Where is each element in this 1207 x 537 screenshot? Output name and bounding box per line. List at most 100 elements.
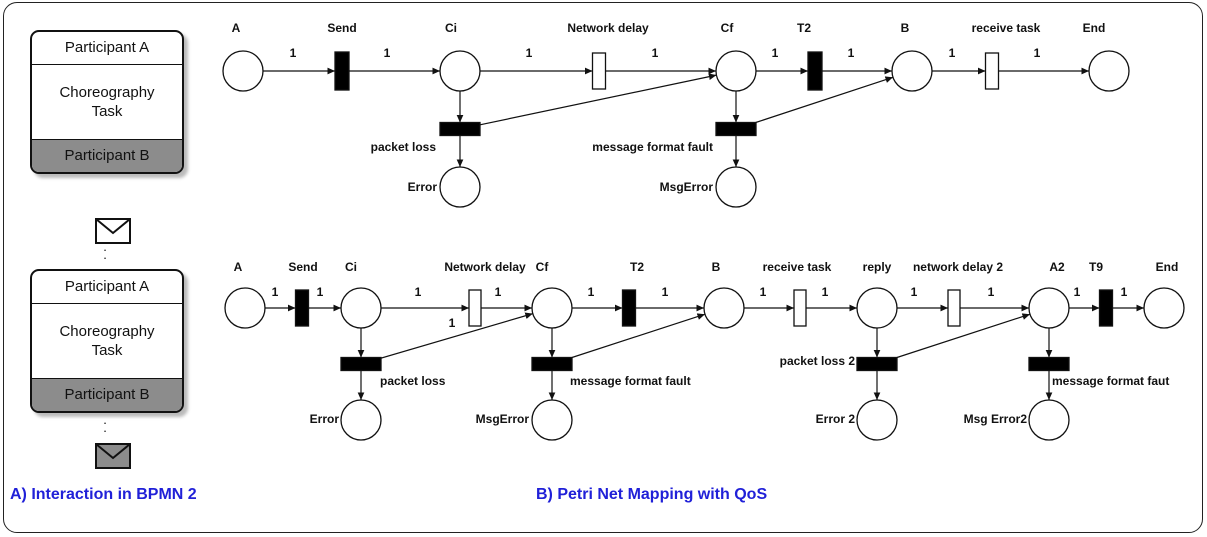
transition-label-network-delay: Network delay — [444, 260, 526, 274]
place-label-error-2: Error 2 — [816, 412, 856, 426]
place-msg-error2-circle — [1028, 399, 1070, 441]
arc-weight-label: 1 — [652, 46, 659, 60]
transition-label-packet-loss: packet loss — [371, 140, 437, 154]
place-ci-circle — [340, 287, 382, 329]
arc-weight-label: 1 — [848, 46, 855, 60]
transition-network-delay-bar — [591, 52, 607, 90]
arc-weight-label: 1 — [822, 285, 829, 299]
arc-weight-label: 1 — [988, 285, 995, 299]
place-label-a: A — [234, 260, 243, 274]
transition-network-delay-bar — [468, 289, 482, 327]
envelope-icon — [95, 218, 131, 244]
transition-message-format-fault-bar — [715, 121, 757, 137]
place-label-msgerror: MsgError — [660, 180, 714, 194]
place-b-circle — [703, 287, 745, 329]
place-a2-circle — [1028, 287, 1070, 329]
transition-label-t2: T2 — [630, 260, 644, 274]
place-msgerror-circle — [715, 166, 757, 208]
participant-b-band: Participant B — [32, 378, 182, 411]
arc-weight-label: 1 — [495, 285, 502, 299]
arc-weight-label: 1 — [317, 285, 324, 299]
place-error-2-circle — [856, 399, 898, 441]
choreography-task-2: Participant A Choreography Task Particip… — [30, 269, 184, 413]
transition-label-message-format-faut: message format faut — [1052, 374, 1169, 388]
figure-frame — [3, 2, 1203, 533]
transition-label-packet-loss: packet loss — [380, 374, 446, 388]
place-a-circle — [224, 287, 266, 329]
arc-weight-label: 1 — [272, 285, 279, 299]
arc-weight-label: 1 — [449, 316, 456, 330]
transition-label-send: Send — [327, 21, 356, 35]
place-label-end: End — [1156, 260, 1179, 274]
transition-label-t9: T9 — [1089, 260, 1103, 274]
transition-label-packet-loss-2: packet loss 2 — [780, 354, 856, 368]
transition-network-delay-2-bar — [947, 289, 961, 327]
transition-label-t2: T2 — [797, 21, 811, 35]
arc-weight-label: 1 — [526, 46, 533, 60]
transition-label-message-format-fault: message format fault — [570, 374, 691, 388]
transition-receive-task-bar — [793, 289, 807, 327]
caption-petri: B) Petri Net Mapping with QoS — [536, 486, 768, 503]
transition-label-network-delay: Network delay — [567, 21, 649, 35]
participant-b-band: Participant B — [32, 139, 182, 172]
transition-packet-loss-bar — [439, 121, 481, 137]
transition-message-format-fault-bar — [531, 356, 573, 372]
place-label-error: Error — [310, 412, 340, 426]
place-label-end: End — [1083, 21, 1106, 35]
arc — [479, 73, 717, 126]
arc-weight-label: 1 — [772, 46, 779, 60]
arc-weight-label: 1 — [415, 285, 422, 299]
dotted-connector: ·· — [102, 415, 108, 438]
place-label-cf: Cf — [721, 21, 735, 35]
place-label-error: Error — [408, 180, 438, 194]
arc-weight-label: 1 — [949, 46, 956, 60]
transition-label-receive-task: receive task — [972, 21, 1041, 35]
arc-weight-label: 1 — [911, 285, 918, 299]
place-ci-circle — [439, 50, 481, 92]
arc-weight-label: 1 — [1074, 285, 1081, 299]
choreography-task-1: Participant A Choreography Task Particip… — [30, 30, 184, 174]
dotted-connector: ·· — [102, 242, 108, 265]
place-b-circle — [891, 50, 933, 92]
arc — [571, 313, 706, 359]
place-end-circle — [1088, 50, 1130, 92]
transition-t2-bar — [621, 289, 637, 327]
place-a-circle — [222, 50, 264, 92]
place-label-a2: A2 — [1049, 260, 1065, 274]
place-cf-circle — [531, 287, 573, 329]
transition-label-receive-task: receive task — [763, 260, 832, 274]
place-end-circle — [1143, 287, 1185, 329]
place-error-circle — [340, 399, 382, 441]
transition-message-format-faut-bar — [1028, 356, 1070, 372]
arc-weight-label: 1 — [290, 46, 297, 60]
arc-weight-label: 1 — [662, 285, 669, 299]
transition-t2-bar — [807, 51, 823, 91]
arc-weight-label: 1 — [760, 285, 767, 299]
choreography-task-label: Choreography Task — [59, 323, 155, 359]
place-label-reply: reply — [863, 260, 892, 274]
choreography-task-label: Choreography Task — [59, 84, 155, 120]
transition-packet-loss-bar — [340, 356, 382, 372]
place-label-b: B — [901, 21, 910, 35]
transition-label-send: Send — [288, 260, 317, 274]
arc-weight-label: 1 — [384, 46, 391, 60]
place-cf-circle — [715, 50, 757, 92]
arc — [755, 76, 894, 124]
place-label-ci: Ci — [345, 260, 357, 274]
transition-label-network-delay-2: network delay 2 — [913, 260, 1003, 274]
place-label-ci: Ci — [445, 21, 457, 35]
arc — [380, 312, 533, 359]
place-msgerror-circle — [531, 399, 573, 441]
transition-t9-bar — [1098, 289, 1114, 327]
transition-send-bar — [294, 289, 310, 327]
transition-receive-task-bar — [984, 52, 1000, 90]
transition-label-message-format-fault: message format fault — [592, 140, 713, 154]
participant-a-band: Participant A — [32, 271, 182, 304]
place-label-msg-error2: Msg Error2 — [964, 412, 1028, 426]
arc — [896, 313, 1031, 359]
place-label-a: A — [232, 21, 241, 35]
arc-weight-label: 1 — [1034, 46, 1041, 60]
arc-weight-label: 1 — [588, 285, 595, 299]
transition-send-bar — [334, 51, 350, 91]
place-label-msgerror: MsgError — [476, 412, 530, 426]
